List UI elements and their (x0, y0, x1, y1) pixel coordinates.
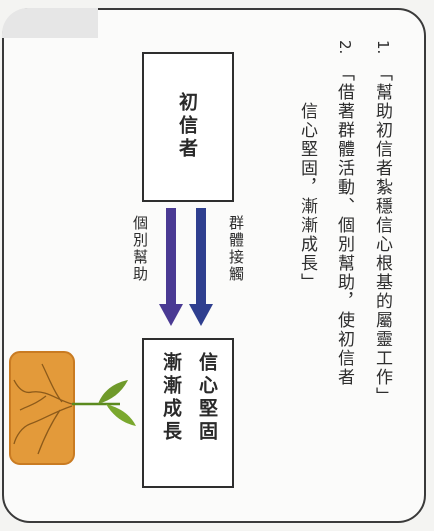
item-1-number: 1. (374, 40, 392, 55)
end-box-label-line1: 信心堅固 (196, 352, 218, 444)
arrow-individual-head (159, 304, 183, 326)
arrow-contact-shaft (196, 208, 206, 308)
arrow-group-contact (189, 208, 213, 326)
arrow-label-contact: 群體接觸 (227, 215, 245, 283)
stem-and-leaves (72, 380, 136, 426)
start-box (142, 52, 234, 202)
arrow-group-individual (159, 208, 183, 326)
arrow-individual-shaft (166, 208, 176, 308)
leaf-top (98, 380, 128, 404)
seedling-illustration (9, 351, 136, 465)
soil-block (9, 351, 75, 465)
start-box-label: 初信者 (176, 92, 198, 161)
leaf-bottom (106, 404, 136, 426)
end-box (142, 338, 234, 488)
item-2-text-line1: 「借著群體活動、個別幫助，使初信者 (334, 64, 354, 387)
item-2-text-line2: 信心堅固，漸漸成長」 (297, 102, 317, 292)
end-box-label-line2: 漸漸成長 (160, 352, 182, 444)
corner-tab (2, 8, 98, 38)
arrow-label-individual: 個別幫助 (131, 215, 149, 283)
item-2-number: 2. (336, 40, 354, 55)
root-lines (13, 363, 73, 455)
item-1-text: 「幫助初信者紮穩信心根基的屬靈工作」 (372, 64, 392, 406)
arrow-contact-head (189, 304, 213, 326)
